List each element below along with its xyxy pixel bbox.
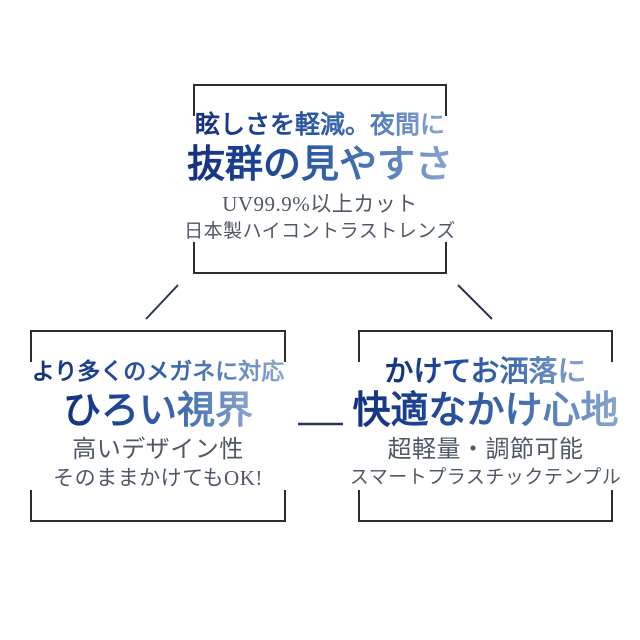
sub-text-2: そのままかけてもOK!	[53, 466, 263, 490]
sub-text-2: スマートプラスチックテンプル	[349, 467, 622, 488]
sub-text-1: 超軽量・調節可能	[387, 437, 584, 463]
headline-small: かけてお洒落に	[384, 356, 587, 388]
headline-large: ひろい視界	[63, 388, 253, 435]
feature-box-comfort: かけてお洒落に 快適なかけ心地 超軽量・調節可能 スマートプラスチックテンプル	[350, 330, 621, 522]
connector-right-diagonal-line	[457, 284, 493, 320]
frame-bottom-bracket	[193, 242, 447, 274]
headline-small: 眩しさを軽減。夜間に	[195, 110, 445, 142]
feature-box-visibility: 眩しさを軽減。夜間に 抜群の見やすさ UV99.9%以上カット 日本製ハイコント…	[184, 84, 455, 274]
sub-text-1: UV99.9%以上カット	[222, 192, 418, 216]
frame-bottom-bracket	[358, 490, 613, 522]
headline-small: より多くのメガネに対応	[32, 356, 285, 388]
connector-left-diagonal-line	[145, 284, 179, 320]
headline-large: 快適なかけ心地	[353, 388, 619, 435]
headline-large: 抜群の見やすさ	[187, 142, 453, 189]
feature-box-wide-view: より多くのメガネに対応 ひろい視界 高いデザイン性 そのままかけてもOK!	[30, 330, 286, 522]
sub-text-2: 日本製ハイコントラストレンズ	[184, 221, 456, 242]
sub-text-1: 高いデザイン性	[72, 437, 244, 463]
frame-bottom-bracket	[30, 490, 286, 522]
